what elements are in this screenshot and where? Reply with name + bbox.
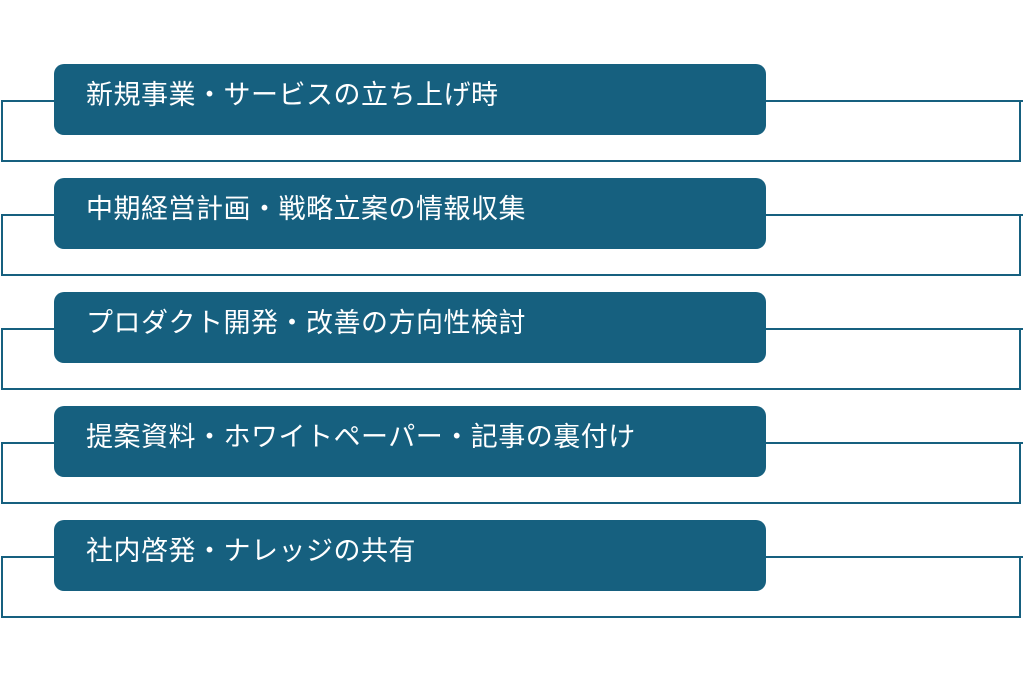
list-item: 中期経営計画・戦略立案の情報収集 bbox=[0, 178, 1024, 278]
item-label: 提案資料・ホワイトペーパー・記事の裏付け bbox=[86, 422, 636, 453]
item-box: プロダクト開発・改善の方向性検討 bbox=[54, 292, 766, 363]
bracket-line-left bbox=[1, 328, 55, 330]
bracket-line-left bbox=[1, 556, 55, 558]
item-bracket bbox=[1, 442, 1021, 504]
item-label: プロダクト開発・改善の方向性検討 bbox=[86, 308, 526, 339]
list-item: プロダクト開発・改善の方向性検討 bbox=[0, 292, 1024, 392]
item-bracket bbox=[1, 556, 1021, 618]
bracket-line-right bbox=[765, 442, 1023, 444]
item-bracket bbox=[1, 100, 1021, 162]
bracket-line-left bbox=[1, 214, 55, 216]
item-bracket bbox=[1, 328, 1021, 390]
item-label: 新規事業・サービスの立ち上げ時 bbox=[86, 80, 499, 111]
item-label: 社内啓発・ナレッジの共有 bbox=[86, 536, 416, 567]
item-label: 中期経営計画・戦略立案の情報収集 bbox=[86, 194, 526, 225]
bracket-line-left bbox=[1, 442, 55, 444]
bracket-line-right bbox=[765, 556, 1023, 558]
item-box: 社内啓発・ナレッジの共有 bbox=[54, 520, 766, 591]
bracket-line-right bbox=[765, 214, 1023, 216]
item-box: 中期経営計画・戦略立案の情報収集 bbox=[54, 178, 766, 249]
list-item: 新規事業・サービスの立ち上げ時 bbox=[0, 64, 1024, 164]
list-item: 社内啓発・ナレッジの共有 bbox=[0, 520, 1024, 620]
bracket-line-right bbox=[765, 100, 1023, 102]
list-item: 提案資料・ホワイトペーパー・記事の裏付け bbox=[0, 406, 1024, 506]
bracket-line-right bbox=[765, 328, 1023, 330]
item-bracket bbox=[1, 214, 1021, 276]
item-box: 提案資料・ホワイトペーパー・記事の裏付け bbox=[54, 406, 766, 477]
bracket-line-left bbox=[1, 100, 55, 102]
item-box: 新規事業・サービスの立ち上げ時 bbox=[54, 64, 766, 135]
